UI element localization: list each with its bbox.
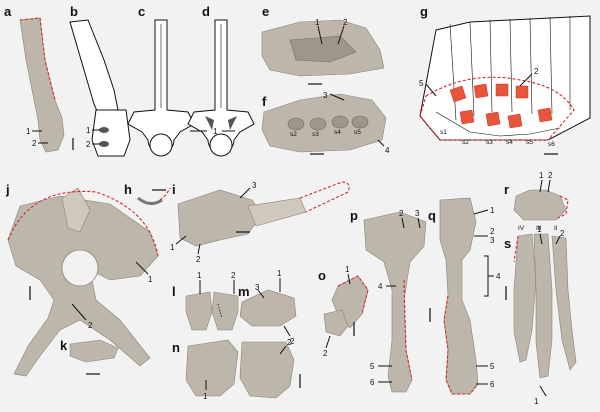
panel-label-e: e xyxy=(262,4,269,19)
callout-m-1: 1 xyxy=(277,269,282,278)
callout-q-4: 4 xyxy=(496,272,501,281)
callout-s-2: 2 xyxy=(560,229,565,238)
callout-s-1b: 1 xyxy=(534,397,539,406)
panel-label-q: q xyxy=(428,208,436,223)
panel-s xyxy=(505,233,577,397)
digit-r-II: II xyxy=(554,225,558,232)
pneumatic-fossa-b xyxy=(99,127,109,133)
sacral-f-s2: s2 xyxy=(290,131,297,138)
callout-f-3: 3 xyxy=(323,91,328,100)
panel-e xyxy=(261,19,385,85)
panel-label-o: o xyxy=(318,268,326,283)
callout-q-2: 2 xyxy=(490,227,495,236)
panel-label-n: n xyxy=(172,340,180,355)
panel-k xyxy=(69,339,119,375)
sacral-f-s4: s4 xyxy=(334,129,341,136)
callout-i-1: 1 xyxy=(170,243,175,252)
sacral-g-s1: s1 xyxy=(440,129,447,136)
callout-e-2: 2 xyxy=(343,18,348,27)
panel-label-d: d xyxy=(202,4,210,19)
sacral-g-s6: s6 xyxy=(548,141,555,148)
callout-m-3: 3 xyxy=(255,283,260,292)
callout-n-2: 2 xyxy=(287,338,292,347)
panel-b xyxy=(69,19,131,157)
digit-r-III: III xyxy=(536,225,542,232)
panel-label-j: j xyxy=(5,182,10,197)
panel-l xyxy=(185,280,239,331)
callout-q-6: 6 xyxy=(490,380,495,389)
panel-q xyxy=(429,197,494,395)
callout-q-1: 1 xyxy=(490,206,495,215)
sacral-g-s3: s3 xyxy=(486,139,493,146)
callout-p-4: 4 xyxy=(378,282,383,291)
panel-label-f: f xyxy=(262,94,267,109)
callout-r-2: 2 xyxy=(548,171,553,180)
panel-label-i: i xyxy=(172,182,176,197)
panel-d xyxy=(187,19,255,157)
digit-r-IV: IV xyxy=(518,225,525,232)
panel-r xyxy=(513,179,569,221)
callout-p-6: 6 xyxy=(370,378,375,387)
callout-o-1: 1 xyxy=(345,265,350,274)
callout-p-5: 5 xyxy=(370,362,375,371)
callout-i-2: 2 xyxy=(196,255,201,264)
callout-b-1: 1 xyxy=(86,126,91,135)
panel-a xyxy=(19,17,74,153)
callout-q-5: 5 xyxy=(490,362,495,371)
panel-label-a: a xyxy=(4,4,12,19)
callout-g-2: 2 xyxy=(534,67,539,76)
callout-l-2: 2 xyxy=(231,271,236,280)
panel-c xyxy=(127,19,195,157)
callout-p-2: 2 xyxy=(399,209,404,218)
panel-h xyxy=(137,187,171,205)
panel-label-b: b xyxy=(70,4,78,19)
callout-p-3: 3 xyxy=(415,209,420,218)
callout-d-1: 1 xyxy=(213,127,218,136)
callout-b-2: 2 xyxy=(86,140,91,149)
panel-label-m: m xyxy=(238,284,250,299)
sacral-g-s4: s4 xyxy=(506,139,513,146)
sacral-f-s5: s5 xyxy=(354,129,361,136)
panel-j xyxy=(7,187,159,377)
panel-f xyxy=(261,93,387,155)
panel-label-c: c xyxy=(138,4,145,19)
panel-label-g: g xyxy=(420,4,428,19)
callout-i-3: 3 xyxy=(252,181,257,190)
callout-q-3: 3 xyxy=(490,236,495,245)
panel-o xyxy=(323,273,369,349)
panel-m xyxy=(239,278,297,337)
callout-r-1: 1 xyxy=(539,171,544,180)
callout-e-1: 1 xyxy=(315,18,320,27)
panel-n xyxy=(185,339,301,399)
panel-label-p: p xyxy=(350,208,358,223)
panel-label-s: s xyxy=(504,236,511,251)
sacral-g-s2: s2 xyxy=(462,139,469,146)
callout-m-2: 2 xyxy=(290,337,295,346)
sacral-g-s5: s5 xyxy=(526,139,533,146)
callout-a-1: 1 xyxy=(26,127,31,136)
panel-label-r: r xyxy=(504,182,509,197)
callout-o-2: 2 xyxy=(323,349,328,358)
panel-label-k: k xyxy=(60,338,68,353)
panel-label-h: h xyxy=(124,182,132,197)
panel-label-l: l xyxy=(172,284,176,299)
panel-p xyxy=(363,211,427,393)
callout-l-1: 1 xyxy=(197,271,202,280)
callout-n-1: 1 xyxy=(203,392,208,401)
sacral-f-s3: s3 xyxy=(312,131,319,138)
callout-j-2: 2 xyxy=(88,321,93,330)
callout-g-5: 5 xyxy=(419,79,424,88)
panel-i xyxy=(175,181,350,255)
pneumatic-fossa-b2 xyxy=(99,141,109,147)
callout-s-1: 1 xyxy=(537,225,542,234)
panel-g xyxy=(419,15,591,155)
callout-f-4: 4 xyxy=(385,146,390,155)
callout-j-1: 1 xyxy=(148,275,153,284)
callout-a-2: 2 xyxy=(32,139,37,148)
